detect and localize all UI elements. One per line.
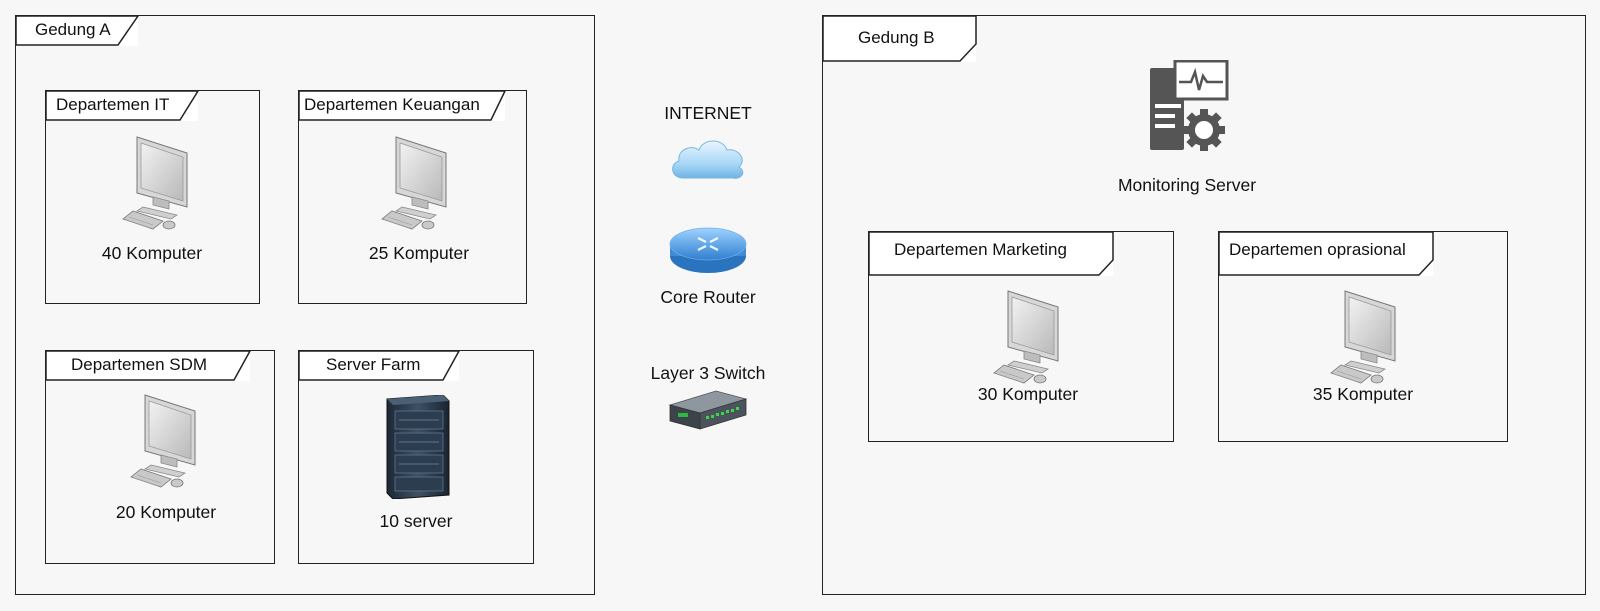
dept-oprasional-label: Departemen oprasional [1229,240,1406,259]
router-label: Core Router [660,287,756,307]
dept-keuangan-count: 25 Komputer [368,243,470,263]
dept-keuangan-tab: Departemen Keuangan [298,90,507,121]
internet-label: INTERNET [664,103,752,123]
dept-sdm-tab: Departemen SDM [45,350,252,381]
server-farm-label: Server Farm [326,355,421,374]
dept-oprasional-tab: Departemen oprasional [1218,231,1434,276]
dept-marketing-count: 30 Komputer [977,384,1079,404]
computer-icon [122,136,188,230]
building-a-frame: Gedung A [15,15,595,595]
computer-icon [130,394,196,488]
monitoring-server-label: Monitoring Server [1117,175,1257,195]
building-b-label: Gedung B [858,28,935,47]
computer-icon [381,136,447,230]
building-a-label: Gedung A [35,20,111,39]
dept-oprasional-count: 35 Komputer [1312,384,1414,404]
router-icon [669,227,747,273]
computer-icon [1330,290,1396,384]
dept-it-tab: Departemen IT [45,90,200,121]
dept-it-count: 40 Komputer [101,243,203,263]
building-b-frame: Gedung B [822,15,1586,595]
dept-keuangan-frame: Departemen Keuangan [298,90,527,304]
switch-icon [668,390,748,430]
server-farm-tab: Server Farm [298,350,461,381]
cloud-icon [672,140,744,179]
dept-sdm-count: 20 Komputer [115,502,217,522]
monitoring-server-icon [1150,60,1229,151]
server-farm-count: 10 server [379,511,453,531]
dept-oprasional-frame: Departemen oprasional [1218,231,1508,442]
dept-it-label: Departemen IT [56,95,170,114]
computer-icon [993,290,1059,384]
dept-marketing-tab: Departemen Marketing [868,231,1114,276]
building-b-tab: Gedung B [822,15,977,62]
building-a-tab: Gedung A [15,15,140,46]
dept-it-frame: Departemen IT [45,90,260,304]
dept-marketing-frame: Departemen Marketing [868,231,1174,442]
server-farm-frame: Server Farm [298,350,534,564]
dept-sdm-frame: Departemen SDM [45,350,275,564]
dept-marketing-label: Departemen Marketing [894,240,1067,259]
server-rack-icon [386,395,450,499]
switch-label: Layer 3 Switch [650,363,766,383]
dept-keuangan-label: Departemen Keuangan [304,95,480,114]
dept-sdm-label: Departemen SDM [71,355,208,374]
